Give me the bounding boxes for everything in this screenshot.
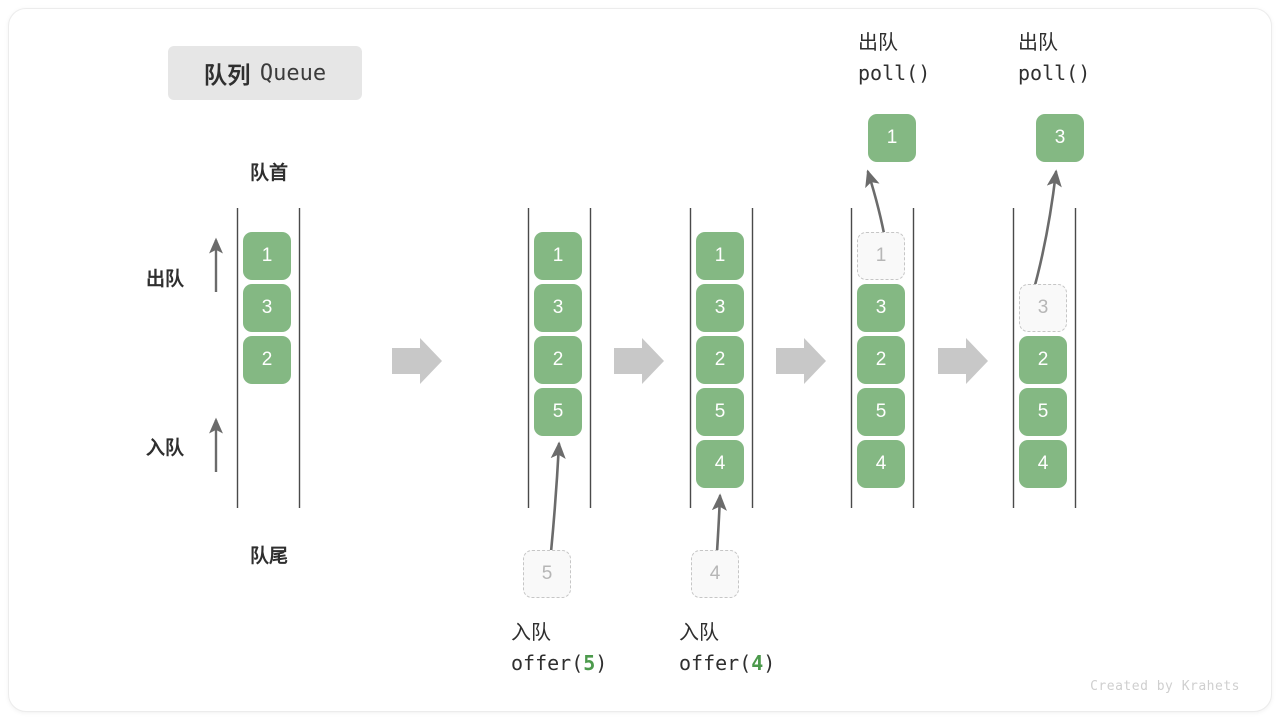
offer-4-caption-cn: 入队: [679, 622, 719, 644]
queue-cell: 4: [1019, 440, 1067, 488]
queue-cell: 3: [534, 284, 582, 332]
queue-cell: 5: [857, 388, 905, 436]
offer-5-caption: 入队 offer(5): [511, 618, 607, 678]
dequeued-ghost-cell: 1: [857, 232, 905, 280]
queue-cell: 2: [696, 336, 744, 384]
incoming-ghost-cell: 4: [691, 550, 739, 598]
offer-5-code-prefix: offer(: [511, 651, 584, 675]
offer-5-code-arg: 5: [583, 651, 596, 675]
outgoing-cell: 1: [868, 114, 916, 162]
queue-cell: 1: [696, 232, 744, 280]
offer-4-code-prefix: offer(: [679, 651, 752, 675]
incoming-ghost-cell: 5: [523, 550, 571, 598]
offer-5-code-suffix: ): [595, 651, 608, 675]
poll-3-caption-code: poll(): [1018, 61, 1091, 85]
poll-1-caption-code: poll(): [858, 61, 931, 85]
queue-cell: 5: [696, 388, 744, 436]
queue-cell: 5: [1019, 388, 1067, 436]
queue-cell: 1: [534, 232, 582, 280]
offer-4-code-arg: 4: [751, 651, 764, 675]
title-badge: 队列 Queue: [168, 46, 362, 100]
queue-front-label: 队首: [249, 163, 288, 184]
poll-3-caption-cn: 出队: [1018, 32, 1058, 54]
queue-cell: 3: [696, 284, 744, 332]
queue-cell: 4: [857, 440, 905, 488]
queue-cell: 1: [243, 232, 291, 280]
credit-label: Created by Krahets: [1090, 679, 1240, 694]
offer-5-caption-code: offer(5): [511, 648, 607, 678]
poll-1-caption: 出队 poll(): [858, 28, 930, 88]
poll-1-caption-cn: 出队: [858, 32, 898, 54]
queue-cell: 3: [243, 284, 291, 332]
card-frame: [8, 8, 1272, 712]
poll-3-caption: 出队 poll(): [1018, 28, 1090, 88]
queue-cell: 2: [534, 336, 582, 384]
queue-cell: 5: [534, 388, 582, 436]
queue-cell: 3: [857, 284, 905, 332]
dequeue-side-label: 出队: [146, 269, 185, 290]
queue-cell: 2: [243, 336, 291, 384]
offer-4-caption-code: offer(4): [679, 648, 775, 678]
title-en: Queue: [259, 60, 327, 86]
queue-cell: 4: [696, 440, 744, 488]
offer-4-code-suffix: ): [763, 651, 776, 675]
offer-4-caption: 入队 offer(4): [679, 618, 775, 678]
offer-5-caption-cn: 入队: [511, 622, 551, 644]
outgoing-cell: 3: [1036, 114, 1084, 162]
queue-cell: 2: [1019, 336, 1067, 384]
title-cn: 队列: [203, 62, 251, 88]
enqueue-side-label: 入队: [146, 438, 185, 459]
dequeued-ghost-cell: 3: [1019, 284, 1067, 332]
queue-rear-label: 队尾: [249, 546, 288, 567]
queue-cell: 2: [857, 336, 905, 384]
